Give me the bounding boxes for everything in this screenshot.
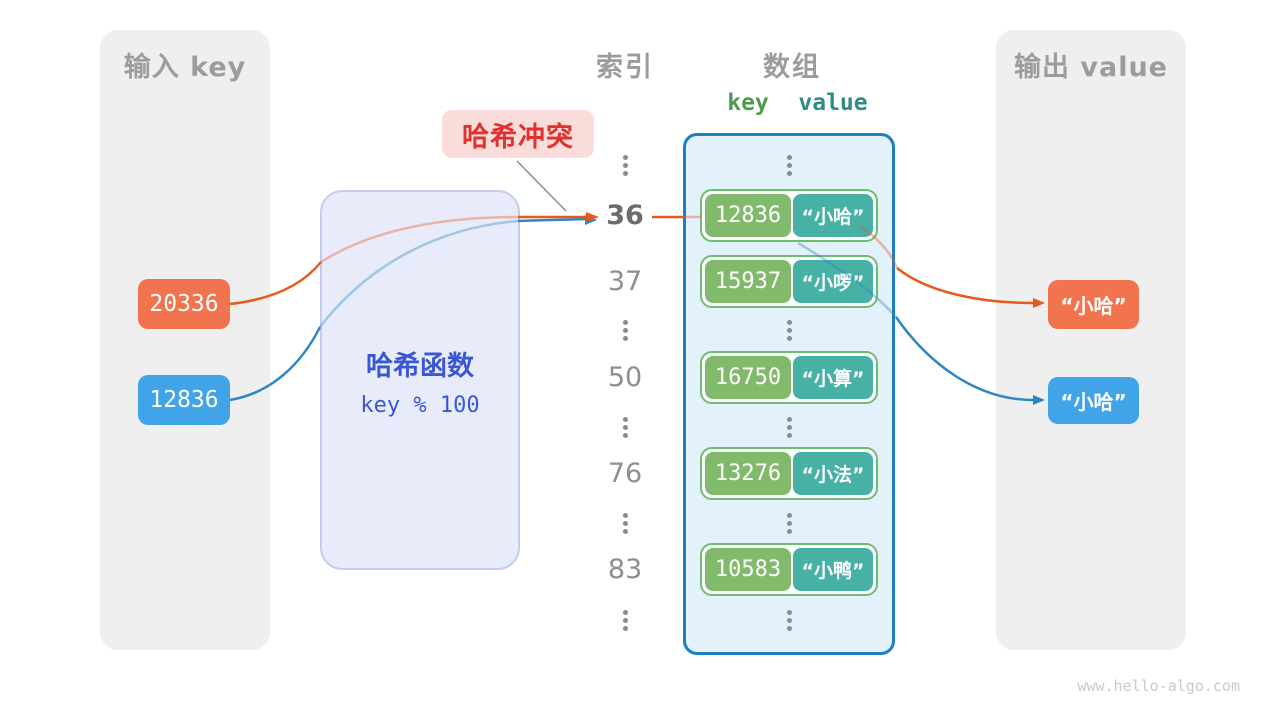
array-column-title: 数组: [763, 52, 821, 83]
ellipsis-dots: [787, 328, 792, 333]
index-83: 83: [607, 554, 643, 585]
index-76: 76: [607, 458, 643, 489]
index-50: 50: [607, 362, 643, 393]
pair-key: 12836: [705, 194, 791, 237]
input-panel-title: 输入 key: [123, 52, 247, 83]
ellipsis-dots: [787, 521, 792, 526]
output-value-orange: “小哈”: [1048, 280, 1139, 329]
ellipsis-dots: [623, 618, 628, 623]
hash-function-title: 哈希函数: [366, 351, 474, 382]
output-value-blue: “小哈”: [1048, 377, 1139, 424]
bucket-pair: 12836 “小哈”: [700, 189, 878, 242]
pair-key: 16750: [705, 356, 791, 399]
index-column-title: 索引: [596, 52, 654, 83]
bucket-pair: 10583 “小鸭”: [700, 543, 878, 596]
input-key-12836: 12836: [138, 375, 230, 425]
pair-key: 15937: [705, 260, 791, 303]
pair-key: 10583: [705, 548, 791, 591]
ellipsis-dots: [787, 425, 792, 430]
pair-value: “小哈”: [793, 194, 873, 237]
ellipsis-dots: [623, 425, 628, 430]
index-37: 37: [607, 266, 643, 297]
arrow-blue-to-index: [517, 217, 586, 223]
input-key-20336: 20336: [138, 279, 230, 329]
bucket-pair: 16750 “小算”: [700, 351, 878, 404]
ellipsis-dots: [787, 163, 792, 168]
output-panel-title: 输出 value: [1013, 52, 1168, 83]
bucket-pair: 13276 “小法”: [700, 447, 878, 500]
hash-collision-label: 哈希冲突: [442, 110, 594, 158]
key-header: key: [727, 90, 769, 116]
ellipsis-dots: [623, 521, 628, 526]
ellipsis-dots: [623, 328, 628, 333]
ellipsis-dots: [787, 618, 792, 623]
value-header: value: [798, 90, 868, 116]
ellipsis-dots: [623, 163, 628, 168]
pair-value: “小法”: [793, 452, 873, 495]
pair-value: “小啰”: [793, 260, 873, 303]
pair-value: “小算”: [793, 356, 873, 399]
index-36: 36: [606, 200, 644, 231]
pair-value: “小鸭”: [793, 548, 873, 591]
bucket-pair: 15937 “小啰”: [700, 255, 878, 308]
watermark: www.hello-algo.com: [1077, 677, 1240, 695]
pair-key: 13276: [705, 452, 791, 495]
hash-function-box: [320, 190, 520, 570]
input-panel: [100, 30, 270, 650]
output-panel: [996, 30, 1186, 650]
hash-function-formula: key % 100: [360, 393, 480, 418]
collision-pointer-line: [516, 160, 567, 212]
